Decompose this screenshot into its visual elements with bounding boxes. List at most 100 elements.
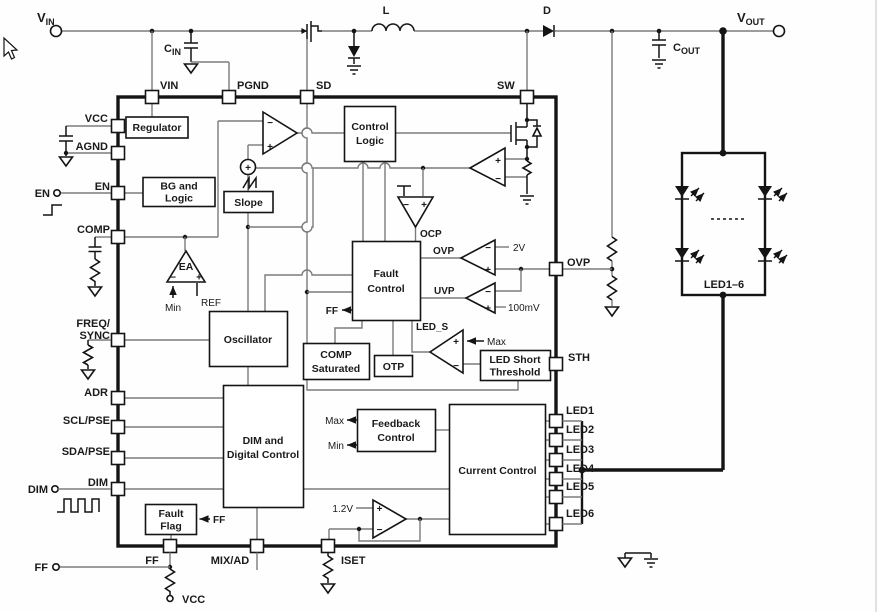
dim-input: DIM xyxy=(28,484,111,513)
sawtooth-waveform-icon xyxy=(242,175,257,191)
pin-agnd xyxy=(110,145,126,161)
led-icon xyxy=(758,186,788,203)
pin-adr-label: ADR xyxy=(84,387,108,399)
oscillator-label: Oscillator xyxy=(224,334,272,346)
fault-flag-label-2: Flag xyxy=(160,521,182,533)
cout-label: COUT xyxy=(673,42,700,56)
pin-sda-pse xyxy=(110,450,126,466)
pin-led3-label: LED3 xyxy=(566,444,594,456)
pin-led1-label: LED1 xyxy=(566,405,594,417)
rectifier-diode-d: D xyxy=(543,5,555,37)
pin-vin-label: VIN xyxy=(160,80,178,92)
pin-scl-pse xyxy=(110,419,126,435)
pin-freq-sync xyxy=(110,332,126,348)
block-otp: OTP xyxy=(373,354,414,378)
ocp-minus: − xyxy=(403,200,409,211)
ff-terminal-label: FF xyxy=(35,562,49,574)
block-slope: Slope xyxy=(223,175,274,214)
pin-comp xyxy=(110,229,126,245)
pin-ovp-label: OVP xyxy=(567,257,590,269)
pwm-waveform-icon xyxy=(57,498,100,513)
pin-led6-label: LED6 xyxy=(566,508,594,520)
led-icon xyxy=(675,186,705,203)
input-capacitor-cin: CIN xyxy=(164,31,230,91)
block-control-logic: Control Logic xyxy=(343,105,397,163)
top-power-rail xyxy=(62,27,774,35)
pin-mix-ad xyxy=(249,538,265,554)
pin-sda-label: SDA/PSE xyxy=(62,446,110,458)
ff-pullup: FF VCC xyxy=(35,552,205,606)
slope-label: Slope xyxy=(234,197,263,209)
pin-sd xyxy=(299,89,315,105)
pin-sth-label: STH xyxy=(568,352,590,364)
cin-label: CIN xyxy=(164,43,181,57)
ovp-plus: + xyxy=(485,265,491,276)
pin-adr xyxy=(110,390,126,406)
pin-sth xyxy=(548,356,564,372)
uvp-plus: + xyxy=(485,304,491,315)
pin-comp-label: COMP xyxy=(77,224,110,236)
feedback-label-1: Feedback xyxy=(372,418,421,430)
pin-dim xyxy=(110,481,126,497)
otp-label: OTP xyxy=(383,361,405,373)
iset-resistor xyxy=(319,552,337,595)
pin-vin xyxy=(144,89,160,105)
pin-vcc-label: VCC xyxy=(85,113,108,125)
led-short-comparator: + − LED_S Max xyxy=(416,322,506,375)
block-current-control: Current Control xyxy=(448,403,547,536)
led-icon xyxy=(675,248,705,265)
fault-flag-ff-label: FF xyxy=(213,515,225,526)
pin-freq-label-2: SYNC xyxy=(79,330,110,342)
ea-ref-label: REF xyxy=(201,298,221,309)
current-sense-comparator: + − xyxy=(468,146,506,188)
pin-led1 xyxy=(548,413,564,429)
ea-label: EA xyxy=(179,261,194,273)
ovp-signal-label: OVP xyxy=(433,246,454,257)
vin-label: VIN xyxy=(37,10,55,27)
vin-terminal: VIN xyxy=(37,10,63,38)
pin-agnd-label: AGND xyxy=(76,141,108,153)
pin-led2 xyxy=(548,432,564,448)
led-string-power-path xyxy=(578,31,727,524)
en-input: EN xyxy=(35,188,62,216)
pin-iset-label: ISET xyxy=(341,555,366,567)
pin-sw xyxy=(519,89,535,105)
block-led-short-threshold: LED Short Threshold xyxy=(479,349,552,382)
uvp-ref-100mv-label: 100mV xyxy=(508,303,540,314)
pin-ovp xyxy=(548,261,564,277)
pin-iset xyxy=(320,538,336,554)
block-comp-saturated: COMP Saturated xyxy=(302,342,371,381)
vcc-decoupling xyxy=(57,126,75,168)
block-oscillator: Oscillator xyxy=(208,310,289,368)
cs-minus: − xyxy=(495,174,501,185)
block-fault-flag: Fault Flag xyxy=(144,503,198,536)
vout-terminal: VOUT xyxy=(737,10,786,38)
pin-en-label: EN xyxy=(95,181,110,193)
pin-led5-label: LED5 xyxy=(566,481,594,493)
pin-mixad-label: MIX/AD xyxy=(211,555,250,567)
buf-minus: − xyxy=(377,525,383,536)
pin-led6 xyxy=(548,516,564,532)
uvp-comparator: − + UVP 100mV xyxy=(434,281,540,315)
current-control-label: Current Control xyxy=(458,465,536,477)
pin-led5 xyxy=(548,489,564,505)
pin-dim-label: DIM xyxy=(88,477,108,489)
ground-tie-symbols xyxy=(616,552,658,569)
iset-buffer-amp: + − 1.2V xyxy=(332,498,408,540)
pin-scl-label: SCL/PSE xyxy=(63,415,110,427)
error-amplifier-ea: EA − + Min REF xyxy=(165,249,221,314)
pin-pgnd xyxy=(221,89,237,105)
ea-plus: + xyxy=(196,273,202,284)
inductor-l: L xyxy=(371,5,415,32)
fault-flag-label-1: Fault xyxy=(158,508,184,520)
feedback-max-label: Max xyxy=(325,416,344,427)
cs-plus: + xyxy=(495,156,501,167)
ocp-label: OCP xyxy=(420,229,442,240)
ref-1v2-label: 1.2V xyxy=(332,504,353,515)
led-pin-wires xyxy=(562,420,582,525)
ea-minus: − xyxy=(170,273,176,284)
summing-plus: + xyxy=(245,163,251,174)
buf-plus: + xyxy=(377,504,383,515)
bg-logic-label-2: Logic xyxy=(165,193,193,205)
